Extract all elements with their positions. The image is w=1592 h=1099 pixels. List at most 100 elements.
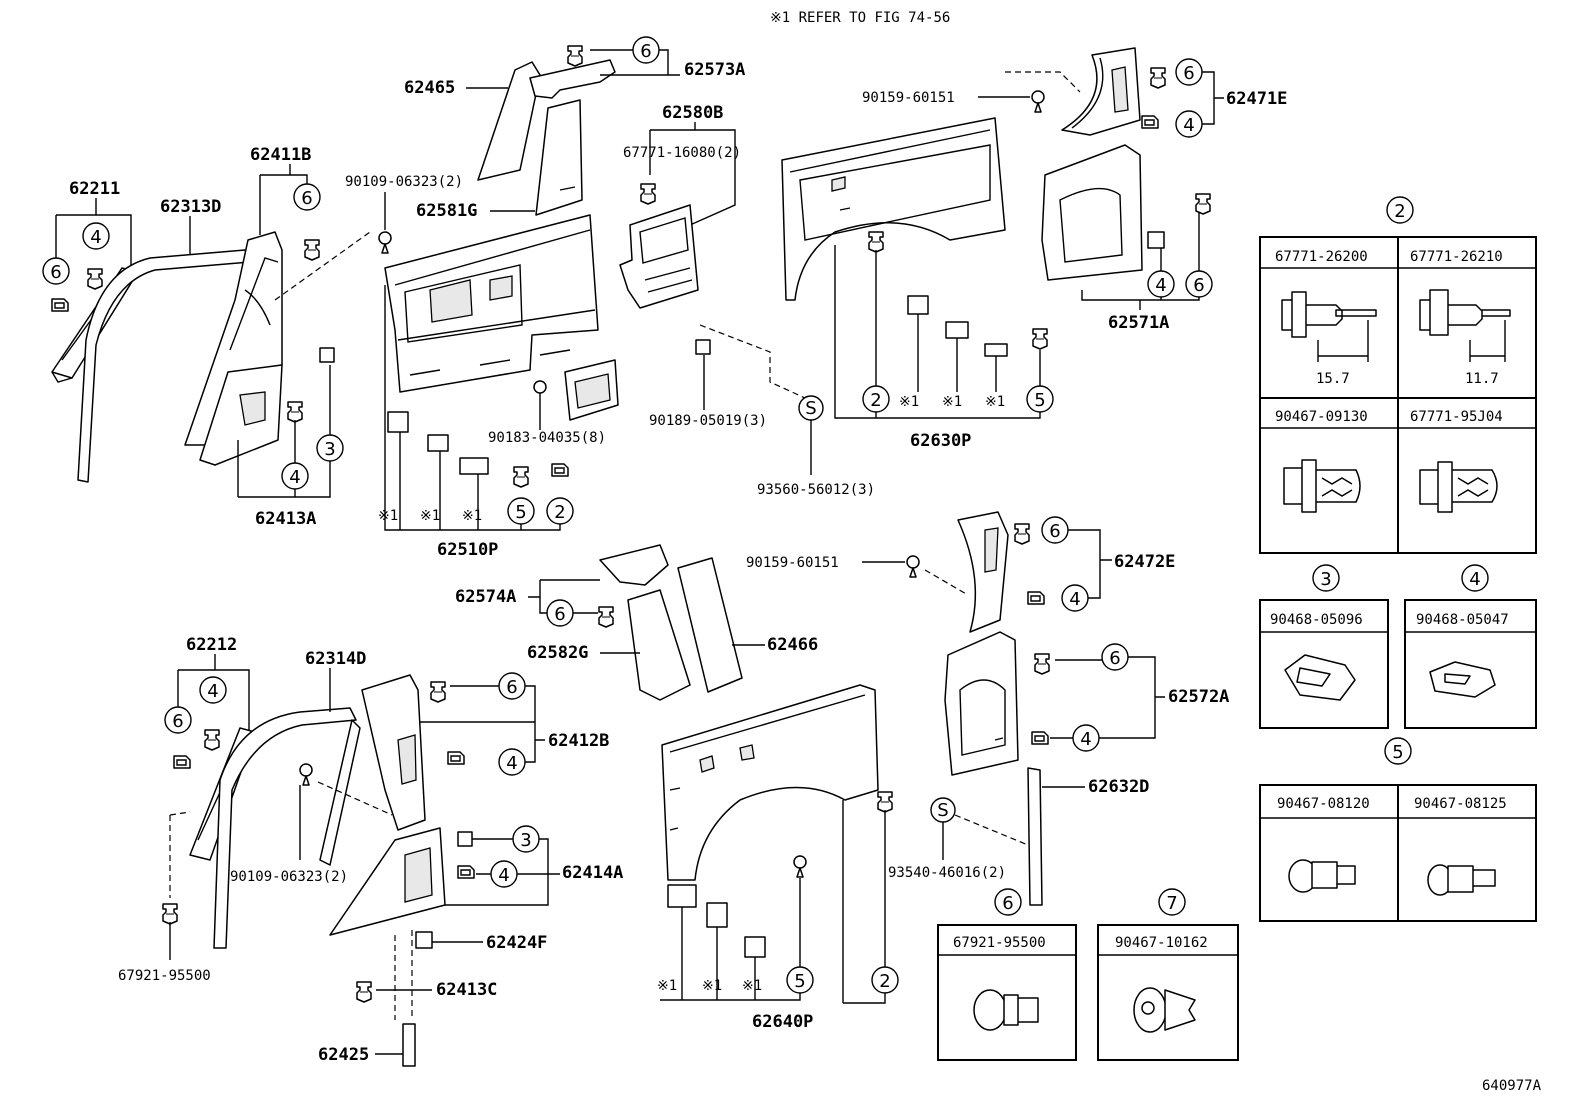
label-90189-05019: 90189-05019(3) <box>649 413 767 429</box>
label-90159-60151-mid: 90159-60151 <box>746 555 839 571</box>
label-67771-16080: 67771-16080(2) <box>623 145 741 161</box>
svg-text:6: 6 <box>172 711 183 732</box>
clip-90467-10162-icon <box>1133 987 1196 1033</box>
label-62582G: 62582G <box>527 643 588 663</box>
label-62574A: 62574A <box>455 587 516 607</box>
svg-text:4: 4 <box>506 753 517 774</box>
part-62314D-drawing <box>213 707 361 949</box>
label-62471E: 62471E <box>1226 89 1287 109</box>
figure-id: 640977A <box>1482 1078 1542 1094</box>
part-62581G-drawing <box>535 99 583 216</box>
label-93540-46016: 93540-46016(2) <box>888 865 1006 881</box>
legend-group-4: 90468-05047 <box>1404 599 1537 729</box>
part-62571A-drawing <box>1041 144 1143 281</box>
svg-text:4: 4 <box>1155 275 1166 296</box>
svg-text:2: 2 <box>1394 201 1405 222</box>
svg-text:4: 4 <box>289 467 300 488</box>
clip-90467-09130-icon <box>1283 459 1361 513</box>
nut-90468-05047-icon <box>1429 661 1496 698</box>
svg-text:5: 5 <box>1034 390 1045 411</box>
part-62471E-drawing <box>1061 47 1141 136</box>
legend-group-6: 67921-95500 <box>937 924 1077 1061</box>
label-62424F: 62424F <box>486 933 547 953</box>
svg-text:6: 6 <box>1002 893 1013 914</box>
label-62211: 62211 <box>69 179 120 199</box>
svg-text:3: 3 <box>520 830 531 851</box>
part-62572A-drawing <box>944 631 1019 776</box>
clip-67771-26210-icon <box>1419 289 1511 336</box>
svg-text:※1: ※1 <box>462 508 482 524</box>
svg-text:6: 6 <box>50 262 61 283</box>
label-93560-56012: 93560-56012(3) <box>757 482 875 498</box>
label-62640P: 62640P <box>752 1012 813 1032</box>
part-62632D-drawing <box>1027 767 1043 906</box>
svg-text:※1: ※1 <box>742 978 762 994</box>
svg-text:2: 2 <box>554 502 565 523</box>
svg-text:5: 5 <box>794 971 805 992</box>
part-62466-drawing <box>677 557 743 693</box>
svg-text:4: 4 <box>1080 729 1091 750</box>
svg-text:※1: ※1 <box>985 394 1005 410</box>
svg-text:67921-95500: 67921-95500 <box>953 935 1046 951</box>
label-62580B: 62580B <box>662 103 723 123</box>
svg-text:6: 6 <box>1183 63 1194 84</box>
svg-text:※1: ※1 <box>420 508 440 524</box>
label-62466: 62466 <box>767 635 818 655</box>
label-62414A: 62414A <box>562 863 623 883</box>
svg-text:90467-08125: 90467-08125 <box>1414 796 1507 812</box>
part-62580B-grille-drawing <box>564 359 619 421</box>
part-62412B-drawing <box>361 674 426 831</box>
callout-4 <box>82 222 110 250</box>
label-62314D: 62314D <box>305 649 366 669</box>
reference-note: ※1 REFER TO FIG 74-56 <box>770 10 950 26</box>
label-62212: 62212 <box>186 635 237 655</box>
label-90183-04035: 90183-04035(8) <box>488 430 606 446</box>
svg-text:11.7: 11.7 <box>1465 371 1499 387</box>
svg-text:2: 2 <box>879 971 890 992</box>
svg-text:3: 3 <box>324 439 335 460</box>
part-62580B-drawing <box>619 204 699 309</box>
svg-text:5: 5 <box>515 502 526 523</box>
svg-text:6: 6 <box>1049 521 1060 542</box>
svg-text:90467-10162: 90467-10162 <box>1115 935 1208 951</box>
part-62472E-drawing <box>957 511 1009 633</box>
svg-text:90468-05096: 90468-05096 <box>1270 612 1363 628</box>
svg-text:※1: ※1 <box>378 508 398 524</box>
part-62630P-drawing <box>781 117 1006 301</box>
svg-text:67771-26200: 67771-26200 <box>1275 249 1368 265</box>
label-62573A: 62573A <box>684 60 745 80</box>
svg-text:4: 4 <box>207 681 218 702</box>
label-62411B: 62411B <box>250 145 311 165</box>
label-62630P: 62630P <box>910 431 971 451</box>
label-62425: 62425 <box>318 1045 369 1065</box>
part-62574A-drawing <box>599 544 669 586</box>
nut-90468-05096-icon <box>1284 654 1356 701</box>
svg-text:S: S <box>937 800 948 821</box>
label-62571A: 62571A <box>1108 313 1169 333</box>
svg-text:5: 5 <box>1392 742 1403 763</box>
label-67921-95500-bottom: 67921-95500 <box>118 968 211 984</box>
svg-text:6: 6 <box>301 188 312 209</box>
screw-90467-08120-icon <box>1288 859 1356 893</box>
svg-text:4: 4 <box>1069 589 1080 610</box>
svg-text:6: 6 <box>554 604 565 625</box>
svg-text:6: 6 <box>506 677 517 698</box>
label-62510P: 62510P <box>437 540 498 560</box>
svg-text:90468-05047: 90468-05047 <box>1416 612 1509 628</box>
svg-text:7: 7 <box>1166 893 1177 914</box>
part-62510P-drawing <box>384 214 599 393</box>
part-62413A-drawing <box>199 364 283 466</box>
label-62572A: 62572A <box>1168 687 1229 707</box>
label-62413A: 62413A <box>255 509 316 529</box>
part-62465-drawing <box>477 61 541 181</box>
legend-group-2: 67771-26200 67771-26210 90467-09130 6777… <box>1259 236 1537 554</box>
part-62640P-drawing <box>661 684 879 881</box>
label-62412B: 62412B <box>548 731 609 751</box>
legend-group-3: 90468-05096 <box>1259 599 1389 729</box>
svg-text:3: 3 <box>1320 569 1331 590</box>
svg-text:6: 6 <box>1109 648 1120 669</box>
svg-text:15.7: 15.7 <box>1316 371 1350 387</box>
label-62465: 62465 <box>404 78 455 98</box>
svg-text:90467-08120: 90467-08120 <box>1277 796 1370 812</box>
